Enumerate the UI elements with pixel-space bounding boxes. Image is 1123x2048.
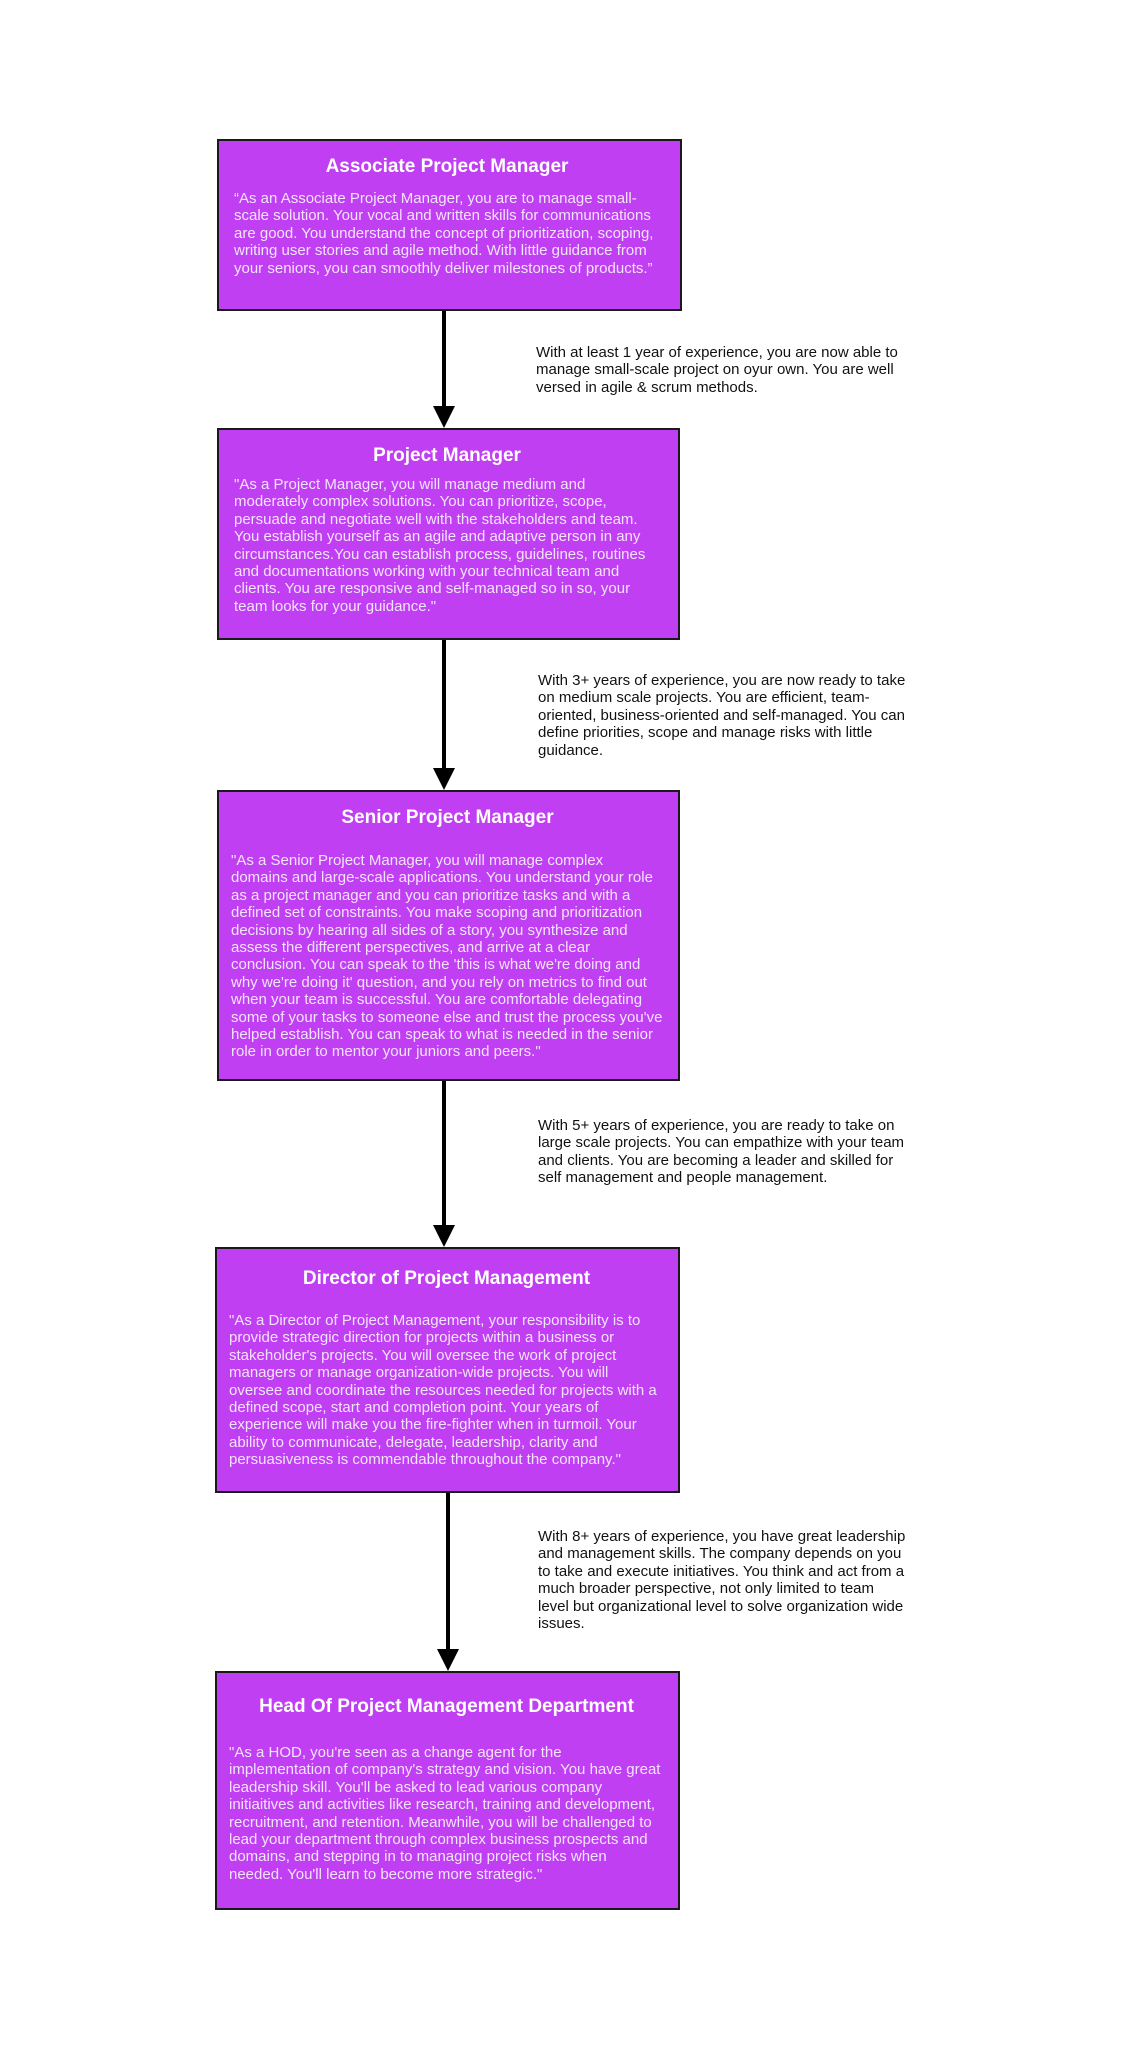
arrow-3 xyxy=(433,1081,455,1247)
transition-note-4: With 8+ years of experience, you have gr… xyxy=(538,1528,906,1633)
role-title: Director of Project Management xyxy=(302,1268,591,1289)
role-description: "As a Senior Project Manager, you will m… xyxy=(231,852,663,1061)
role-description: "As a Project Manager, you will manage m… xyxy=(234,476,646,615)
role-title: Head Of Project Management Department xyxy=(259,1696,634,1717)
arrow-4 xyxy=(437,1493,459,1671)
role-box-senior-project-manager: Senior Project Manager "As a Senior Proj… xyxy=(217,790,680,1081)
role-description: “As an Associate Project Manager, you ar… xyxy=(234,190,654,277)
role-description: "As a HOD, you're seen as a change agent… xyxy=(229,1744,661,1883)
role-title: Project Manager xyxy=(373,445,521,466)
arrow-2 xyxy=(433,640,455,790)
role-title: Associate Project Manager xyxy=(325,156,569,177)
role-box-head-of-project-management-department: Head Of Project Management Department "A… xyxy=(215,1671,680,1910)
role-description: "As a Director of Project Management, yo… xyxy=(229,1312,657,1469)
role-box-director-of-project-management: Director of Project Management "As a Dir… xyxy=(215,1247,680,1493)
transition-note-2: With 3+ years of experience, you are now… xyxy=(538,672,906,759)
transition-note-1: With at least 1 year of experience, you … xyxy=(536,344,898,396)
role-box-associate-project-manager: Associate Project Manager “As an Associa… xyxy=(217,139,682,311)
role-title: Senior Project Manager xyxy=(341,807,554,828)
arrow-1 xyxy=(433,311,455,428)
transition-note-3: With 5+ years of experience, you are rea… xyxy=(538,1117,905,1187)
role-box-project-manager: Project Manager "As a Project Manager, y… xyxy=(217,428,680,640)
